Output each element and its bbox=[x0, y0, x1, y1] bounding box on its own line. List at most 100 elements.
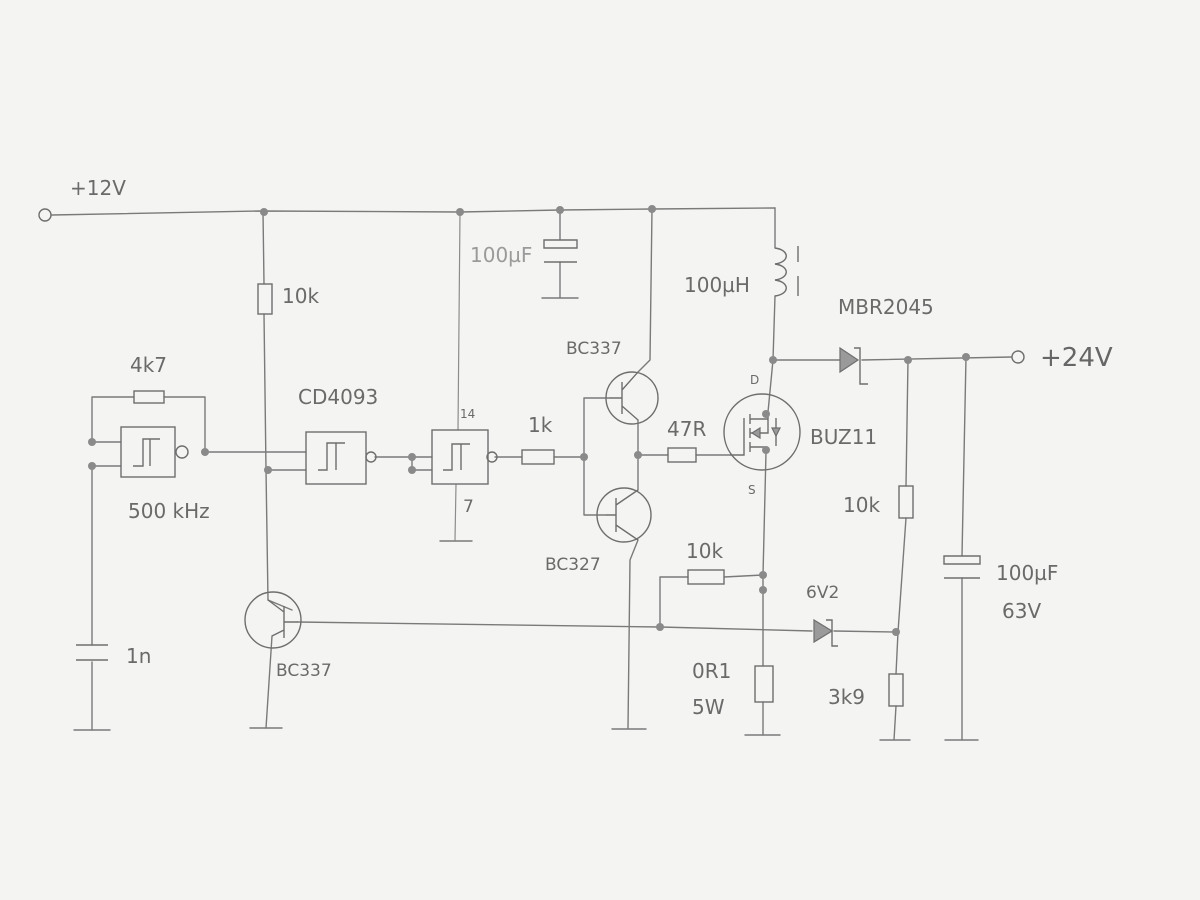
resistor-10k-pullup bbox=[257, 283, 273, 315]
label-r-4k7: 4k7 bbox=[130, 353, 167, 377]
rail-24v bbox=[772, 356, 1013, 361]
schmitt-symbol-3 bbox=[443, 443, 470, 471]
inverter-bubble-1 bbox=[175, 445, 189, 459]
label-r-pullup: 10k bbox=[282, 284, 319, 308]
zener-6v2 bbox=[813, 618, 834, 644]
bc327-driver-leads bbox=[606, 489, 639, 541]
shutdown-emitter-wire bbox=[265, 635, 273, 729]
junction-dot bbox=[762, 410, 770, 418]
junction-dot bbox=[759, 571, 767, 579]
totem-collector-high bbox=[637, 208, 653, 373]
junction-dot bbox=[634, 451, 642, 459]
resistor-3k9 bbox=[888, 673, 904, 707]
junction-dot bbox=[892, 628, 900, 636]
schmitt-gate-1 bbox=[120, 426, 176, 478]
junction-dot bbox=[264, 466, 272, 474]
label-c-decoupling: 100µF bbox=[470, 243, 532, 267]
resistor-1k bbox=[521, 449, 555, 465]
osc-feedback-wire bbox=[91, 396, 206, 453]
junction-dot bbox=[260, 208, 268, 216]
label-c-1n: 1n bbox=[126, 644, 151, 668]
label-bc337-shutdown: BC337 bbox=[276, 661, 332, 681]
bc337-shutdown-leads bbox=[267, 599, 298, 638]
junction-dot bbox=[656, 623, 664, 631]
junction-dot bbox=[904, 356, 912, 364]
label-pin-d: D bbox=[750, 373, 759, 387]
resistor-47r bbox=[667, 447, 697, 463]
gate-link-wire bbox=[374, 456, 433, 471]
transistor-bc337-shutdown bbox=[244, 591, 302, 649]
rail-12v bbox=[51, 207, 776, 216]
resistor-10k-divider bbox=[898, 485, 914, 519]
label-frequency: 500 kHz bbox=[128, 499, 210, 523]
resistor-shunt bbox=[754, 665, 774, 703]
shutdown-base-wire bbox=[297, 621, 813, 632]
inductor-bottom-lead bbox=[772, 295, 776, 361]
junction-dot bbox=[759, 586, 767, 594]
label-ic: CD4093 bbox=[298, 385, 378, 409]
label-r-feedback: 10k bbox=[686, 539, 723, 563]
label-pin-14: 14 bbox=[460, 407, 475, 421]
diode-mbr2045-bar bbox=[854, 347, 868, 385]
fb-resistor-wire bbox=[659, 574, 764, 628]
junction-dot bbox=[201, 448, 209, 456]
junction-dot bbox=[962, 353, 970, 361]
junction-dot bbox=[648, 205, 656, 213]
junction-dot bbox=[88, 462, 96, 470]
junction-dot bbox=[580, 453, 588, 461]
label-diode: MBR2045 bbox=[838, 295, 934, 319]
outcap-wire bbox=[961, 356, 967, 741]
zener-wire bbox=[833, 630, 896, 633]
input-terminal bbox=[38, 208, 52, 222]
mosfet-arrows bbox=[750, 426, 781, 440]
schmitt-gate-3 bbox=[431, 429, 489, 485]
inverter-bubble-2 bbox=[365, 451, 377, 463]
junction-dot bbox=[556, 206, 564, 214]
pullup-wire bbox=[262, 211, 269, 601]
junction-dot bbox=[408, 466, 416, 474]
schmitt-symbol-1 bbox=[133, 438, 160, 467]
junction-dot bbox=[88, 438, 96, 446]
schmitt-symbol-2 bbox=[318, 442, 345, 471]
mosfet-buz11 bbox=[723, 393, 801, 471]
junction-dot bbox=[762, 446, 770, 454]
divider-wire bbox=[893, 359, 909, 741]
label-c-output-voltage: 63V bbox=[1002, 599, 1041, 623]
junction-dot bbox=[456, 208, 464, 216]
zener-bar bbox=[826, 619, 838, 647]
inductor-100uh bbox=[774, 247, 787, 297]
label-inductor: 100µH bbox=[684, 273, 750, 297]
inverter-bubble-3 bbox=[486, 451, 498, 463]
capacitor-100uf-output bbox=[943, 555, 981, 579]
label-r-47r: 47R bbox=[667, 417, 706, 441]
bc337-driver-leads bbox=[610, 371, 639, 421]
osc-input-wires bbox=[91, 441, 122, 467]
label-c-output-value: 100µF bbox=[996, 561, 1058, 585]
label-bc327-driver: BC327 bbox=[545, 555, 601, 575]
drain-wire bbox=[767, 359, 774, 413]
junctions bbox=[88, 205, 970, 636]
ic-vdd-wire bbox=[454, 211, 461, 541]
label-pin-7: 7 bbox=[463, 497, 474, 517]
label-pin-s: S bbox=[748, 483, 756, 497]
totem-base-wire bbox=[583, 397, 611, 516]
totem-collector-low bbox=[627, 539, 639, 729]
label-zener: 6V2 bbox=[806, 583, 839, 603]
output-terminal bbox=[1011, 350, 1025, 364]
transistor-bc337-driver bbox=[605, 371, 659, 425]
capacitor-100uf-decoupling bbox=[543, 239, 578, 263]
transistor-bc327-driver bbox=[596, 487, 652, 543]
resistor-4k7 bbox=[133, 390, 165, 404]
label-supply-out: +24V bbox=[1040, 343, 1113, 373]
grounds bbox=[73, 297, 979, 741]
junction-dot bbox=[769, 356, 777, 364]
label-r-divider-top: 10k bbox=[843, 493, 880, 517]
resistor-10k-feedback bbox=[687, 569, 725, 585]
diode-mbr2045 bbox=[839, 346, 860, 374]
label-r-1k: 1k bbox=[528, 413, 553, 437]
shutdown-collector-wire bbox=[267, 599, 293, 611]
label-shunt-power: 5W bbox=[692, 695, 725, 719]
capacitor-1n bbox=[76, 644, 108, 661]
